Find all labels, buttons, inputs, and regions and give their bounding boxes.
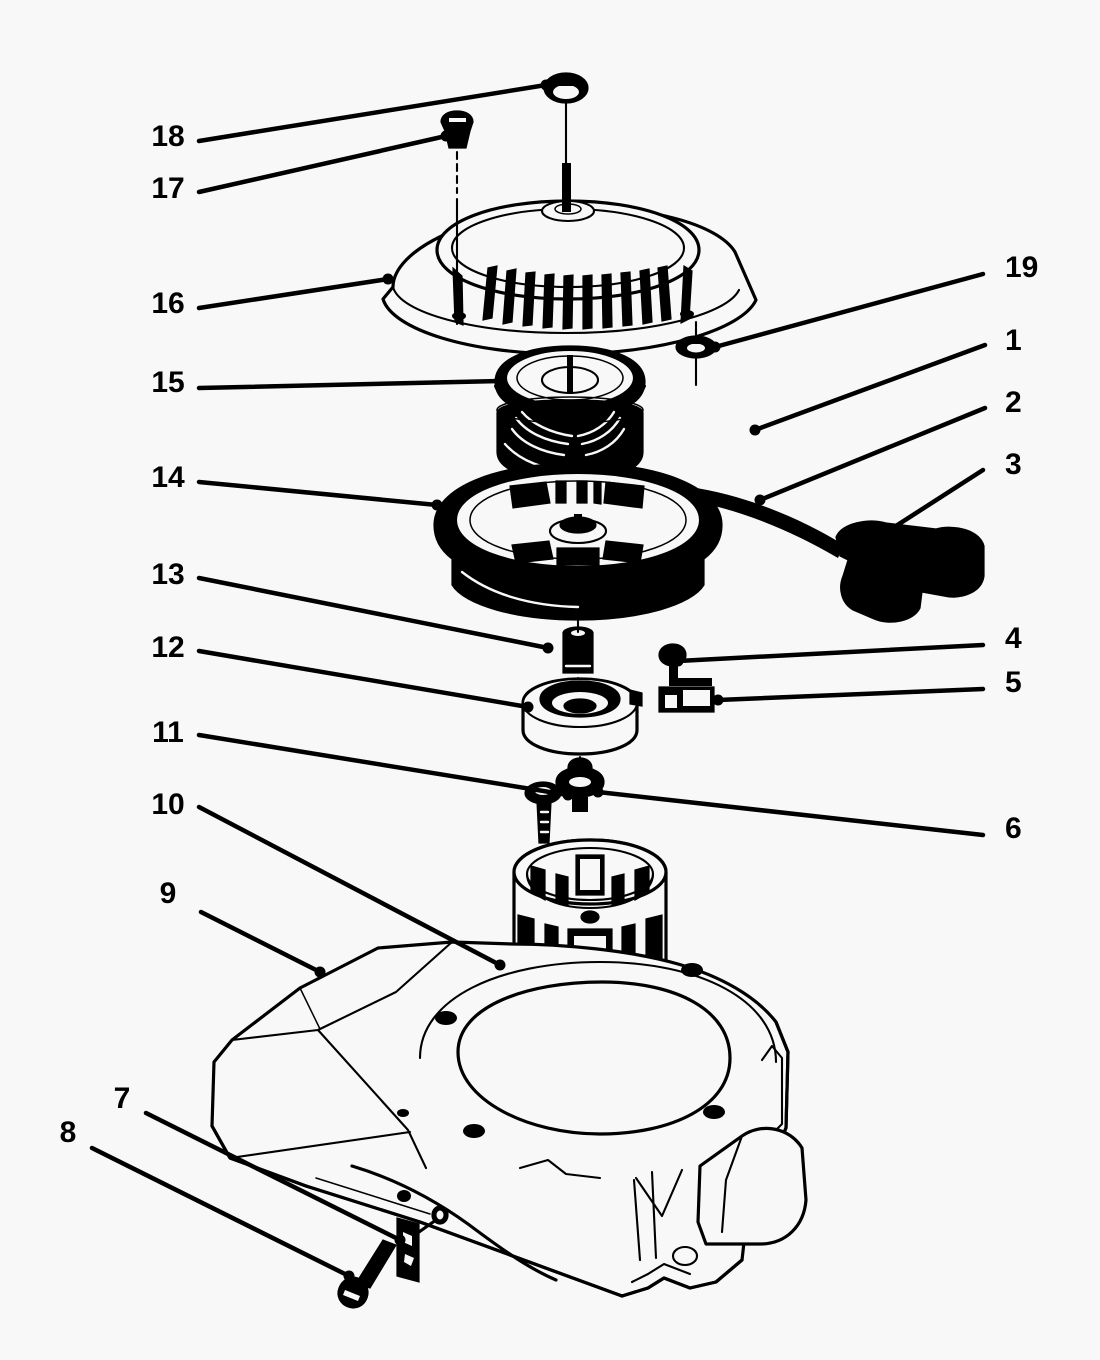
leader-12	[196, 648, 531, 710]
leader-dot-11	[562, 789, 574, 801]
leader-9	[198, 909, 323, 975]
leader-16	[196, 276, 391, 311]
callout-number-2: 2	[1005, 386, 1022, 419]
part-2-rope-strand	[686, 487, 844, 558]
leader-18	[196, 82, 549, 144]
callout-number-16: 16	[151, 287, 184, 320]
part-3-starter-handle	[835, 520, 985, 623]
leader-10	[196, 804, 503, 968]
leader-2	[757, 405, 988, 503]
leader-dot-2	[754, 494, 766, 506]
leader-8	[89, 1145, 352, 1279]
callout-number-12: 12	[151, 631, 184, 664]
leader-dot-6	[592, 786, 604, 798]
leader-dot-4	[672, 655, 684, 667]
leader-dot-3	[879, 527, 891, 539]
leader-dot-10	[494, 959, 506, 971]
callout-number-3: 3	[1005, 448, 1022, 481]
leader-14	[196, 479, 440, 508]
leader-4	[675, 642, 986, 664]
callout-number-8: 8	[60, 1116, 77, 1149]
part-5-starter-pawl	[658, 686, 715, 713]
leader-5	[715, 686, 986, 703]
part-18-rope-grommet	[543, 72, 589, 212]
leader-11	[196, 732, 571, 798]
leader-dot-9	[314, 966, 326, 978]
callout-number-10: 10	[151, 788, 184, 821]
leader-dot-8	[343, 1270, 355, 1282]
part-13-brake-bushing	[562, 615, 594, 702]
callout-number-9: 9	[160, 877, 177, 910]
callout-number-7: 7	[114, 1082, 131, 1115]
callout-number-18: 18	[151, 120, 184, 153]
leader-dot-15	[494, 375, 506, 387]
leader-15	[196, 378, 503, 391]
callout-number-17: 17	[151, 172, 184, 205]
part-9-blower-housing	[210, 940, 808, 1298]
cover-vent-slots	[482, 265, 672, 330]
leader-dot-7	[394, 1234, 406, 1246]
leader-dot-5	[712, 694, 724, 706]
part-14-starter-pulley	[433, 462, 723, 621]
starter-rope-routing	[350, 1164, 558, 1282]
callout-number-13: 13	[151, 558, 184, 591]
callout-number-5: 5	[1005, 666, 1022, 699]
leader-6	[595, 789, 986, 838]
leader-3	[882, 467, 986, 536]
leader-lines	[89, 79, 988, 1282]
part-16-starter-cover	[381, 199, 758, 356]
callout-number-11: 11	[152, 716, 184, 749]
callout-number-14: 14	[151, 461, 185, 494]
leader-dot-13	[542, 642, 554, 654]
part-19-flat-washer	[675, 320, 717, 387]
leader-dot-19	[709, 341, 721, 353]
part-7-rope-guide-clamp	[396, 1205, 449, 1283]
cup-inner-ribs	[530, 854, 650, 907]
part-8-clamp-screw	[337, 1239, 397, 1309]
leader-dot-17	[440, 130, 452, 142]
callout-number-15: 15	[151, 366, 184, 399]
leader-dot-18	[540, 79, 552, 91]
callout-number-6: 6	[1005, 812, 1022, 845]
leader-dot-14	[431, 499, 443, 511]
callout-number-19: 19	[1005, 251, 1038, 284]
part-15-rewind-spring	[493, 345, 647, 419]
callout-number-1: 1	[1005, 324, 1022, 357]
leader-dot-1	[749, 424, 761, 436]
leader-17	[196, 133, 449, 195]
leader-13	[196, 575, 551, 651]
leader-19	[712, 271, 986, 350]
leader-dot-12	[522, 701, 534, 713]
leader-1	[752, 342, 988, 433]
callout-number-4: 4	[1005, 622, 1022, 655]
part-12-friction-plate	[521, 677, 643, 777]
callout-numbers: 1 2 3 4 5 6 7 8 9 10 11 12 13 14 15 16 1…	[60, 120, 1039, 1149]
leader-dot-16	[382, 273, 394, 285]
part-4-pawl-spring	[658, 643, 712, 686]
leader-7	[143, 1110, 403, 1243]
